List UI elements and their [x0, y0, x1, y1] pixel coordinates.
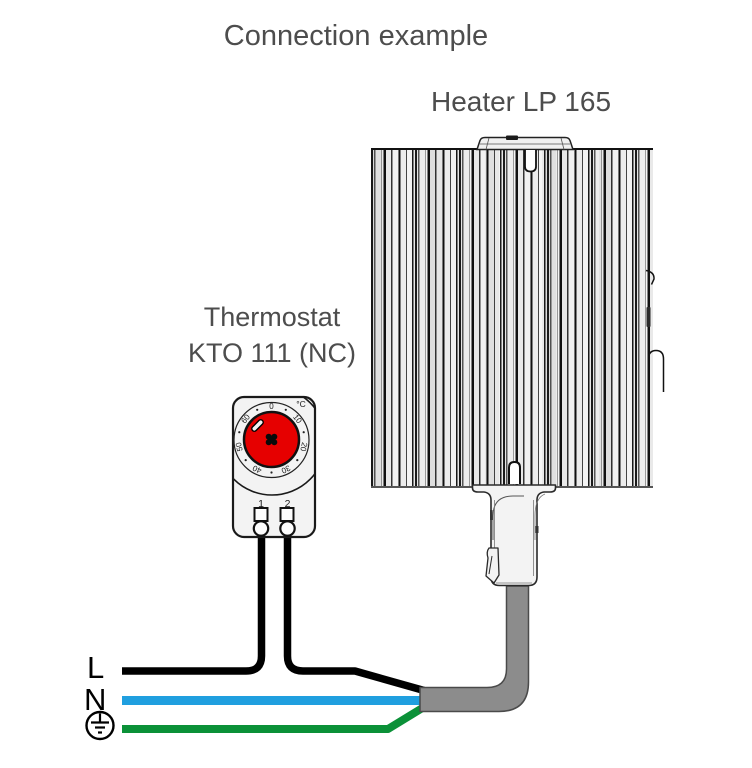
page-title: Connection example	[223, 20, 489, 52]
heater-cable	[419, 585, 530, 713]
terminal-2-label: 2	[285, 498, 291, 510]
line-wire-left-segment	[122, 534, 266, 675]
dial-scale-0: 0	[269, 402, 274, 411]
clip-hook-upper	[645, 269, 655, 285]
earth-wire	[122, 703, 427, 733]
thermostat-label: Thermostat KTO 111 (NC)	[152, 299, 392, 371]
terminal-2-screw	[279, 507, 295, 522]
protective-earth-icon	[85, 710, 115, 741]
terminal-1-clamp	[252, 520, 270, 537]
heater-top-slot	[524, 150, 537, 173]
dial-scale-30: 30	[279, 463, 291, 475]
heater-mounting-clips	[645, 269, 665, 392]
terminal-1-label: 1	[258, 498, 264, 510]
heater-label: Heater LP 165	[430, 86, 612, 117]
dial-unit-label: °C	[296, 399, 306, 409]
clip-tab	[646, 307, 651, 327]
line-wire-label: L	[87, 650, 105, 685]
thermostat-dial: 0 10 20 30 40 50 60 °C	[234, 399, 309, 475]
thermostat-terminals: 1 2	[252, 498, 296, 537]
line-wire-heater-segment	[283, 534, 426, 695]
heater-bottom-pin	[508, 460, 521, 484]
clip-hook-lower	[647, 349, 665, 392]
heater-top-cap	[475, 135, 575, 151]
housing-clip-hook	[485, 547, 500, 584]
dial-scale-ticks	[238, 408, 305, 474]
heater-finned-body	[371, 148, 653, 488]
dial-indicator-slot	[251, 419, 264, 432]
dial-center-knob	[265, 433, 278, 446]
heater-connector-housing	[471, 484, 557, 587]
terminal-1-screw	[253, 507, 269, 522]
terminal-2-clamp	[279, 520, 296, 537]
dial-scale-20: 20	[298, 441, 309, 452]
neutral-wire-label: N	[84, 682, 107, 717]
dial-scale-50: 50	[234, 441, 245, 452]
dial-scale-40: 40	[251, 463, 263, 475]
thermostat-label-line1: Thermostat	[203, 302, 341, 332]
thermostat-label-line2: KTO 111 (NC)	[187, 338, 357, 368]
